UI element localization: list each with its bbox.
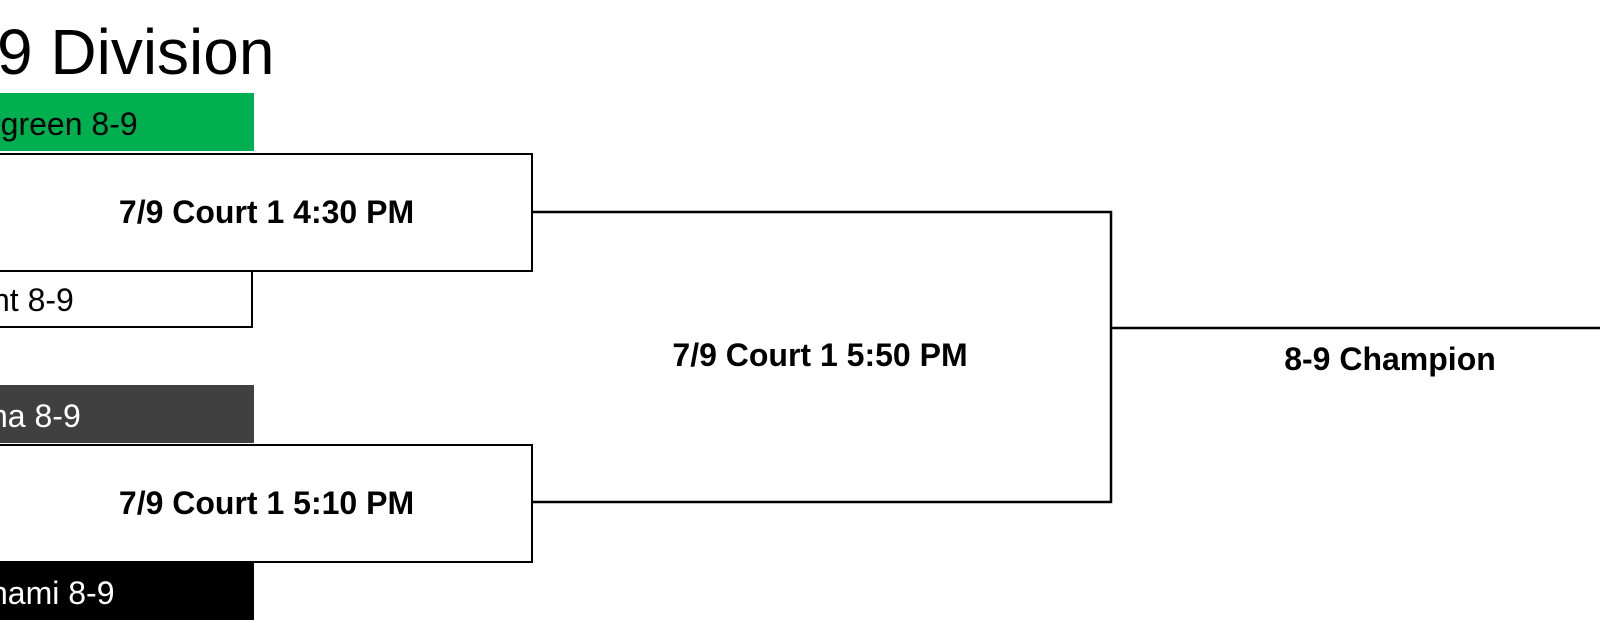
division-title: 9 Division xyxy=(0,16,275,88)
team-slot-1: rgreen 8-9 xyxy=(0,93,254,151)
team-slot-4: nami 8-9 xyxy=(0,562,254,620)
bracket-connector-final xyxy=(533,210,1113,504)
team-label: rgreen 8-9 xyxy=(0,106,138,142)
team-label: na 8-9 xyxy=(0,398,81,434)
champion-label: 8-9 Champion xyxy=(1284,341,1496,377)
final-game-label: 7/9 Court 1 5:50 PM xyxy=(672,337,968,373)
semifinal-1-box: 7/9 Court 1 4:30 PM xyxy=(0,153,533,272)
game-label: 7/9 Court 1 5:10 PM xyxy=(118,485,415,521)
semifinal-2-box: 7/9 Court 1 5:10 PM xyxy=(0,444,533,563)
team-label: nami 8-9 xyxy=(0,575,115,611)
game-label: 7/9 Court 1 4:30 PM xyxy=(118,194,415,230)
team-label: ht 8-9 xyxy=(0,282,74,318)
team-slot-3: na 8-9 xyxy=(0,385,254,443)
team-slot-2: ht 8-9 xyxy=(0,270,253,328)
